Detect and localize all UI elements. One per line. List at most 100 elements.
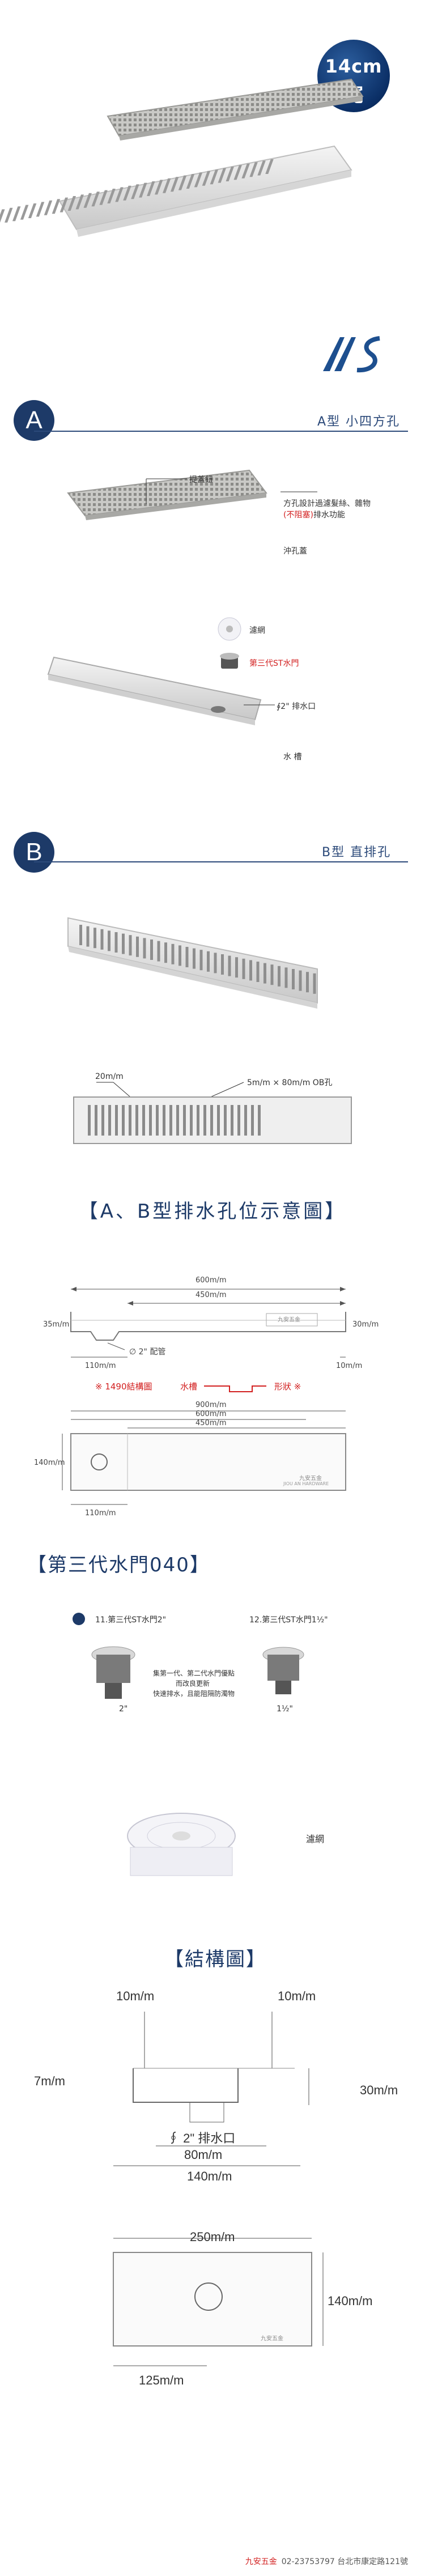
layout-plan-140: 140m/m xyxy=(34,1459,65,1467)
layout-left-35: 35m/m xyxy=(43,1320,70,1329)
type-b-rule xyxy=(34,861,408,862)
structure-plate: 九安五金 xyxy=(261,2336,283,2342)
gen3-desc2: 而改良更新 xyxy=(176,1680,210,1687)
drain-slot xyxy=(194,172,203,188)
gen3-filter-label: 濾網 xyxy=(306,1834,325,1844)
drain-slot xyxy=(292,969,295,989)
drain-slot xyxy=(136,936,139,957)
drain-slot xyxy=(244,1105,247,1136)
drain-slot xyxy=(94,928,96,949)
drain-slot xyxy=(256,962,260,982)
drain-slot xyxy=(155,180,163,195)
layout-top-600: 600m/m xyxy=(196,1276,227,1285)
hero-perforated-cover xyxy=(58,78,364,237)
drain-slot xyxy=(199,950,203,971)
drain-slot xyxy=(186,174,195,189)
drain-slot xyxy=(149,1105,152,1136)
drain-slot xyxy=(176,1105,179,1136)
drain-slot xyxy=(108,1105,111,1136)
structure-bottom-125: 125m/m xyxy=(139,2373,184,2387)
structure-w-80: 80m/m xyxy=(184,2148,223,2162)
layout-top-450: 450m/m xyxy=(196,1291,227,1299)
layout-plan-plate-sub: JIOU AN HARDWARE xyxy=(283,1481,329,1486)
drain-slot xyxy=(122,933,125,954)
type-b-dim-slot: 5m/m × 80m/m OB孔 xyxy=(247,1078,333,1087)
drain-slot xyxy=(258,1105,261,1136)
drain-slot xyxy=(156,1105,159,1136)
type-a-letter: A xyxy=(14,400,54,441)
drain-slot xyxy=(193,948,196,969)
drain-slot xyxy=(217,1105,220,1136)
type-b-drain-perspective xyxy=(67,917,318,1009)
layout-bottom-10: 10m/m xyxy=(336,1362,363,1370)
structure-title: 【結構圖】 xyxy=(164,1948,266,1971)
drain-slot xyxy=(183,1105,186,1136)
drain-slot xyxy=(12,206,21,222)
gen3-desc1: 集第一代、第二代水門優點 xyxy=(153,1669,235,1677)
drain-slot xyxy=(257,160,266,176)
type-b-title: B型 直排孔 xyxy=(322,845,392,860)
drain-slot xyxy=(107,189,116,203)
drain-slot xyxy=(210,169,219,185)
drain-slot xyxy=(129,935,132,956)
layout-structure-prefix: ※ 1490結構圖 xyxy=(95,1381,152,1392)
layout-plate-text: 九安五金 xyxy=(278,1317,300,1323)
structure-left-10: 10m/m xyxy=(116,1989,155,2003)
gen3-title: 【第三代水門040】 xyxy=(27,1554,210,1576)
drain-slot xyxy=(207,951,210,972)
callout-design-red: (不阻塞) xyxy=(283,511,313,520)
drain-slot xyxy=(162,178,171,193)
drain-slot xyxy=(115,187,124,202)
drain-slot xyxy=(36,202,45,217)
layout-title: 【A、B型排水孔位示意圖】 xyxy=(78,1200,347,1223)
drain-slot xyxy=(163,1105,165,1136)
brand-logo-icon xyxy=(323,336,380,373)
drain-slot xyxy=(241,163,250,178)
drain-slot xyxy=(249,960,252,981)
layout-structure-suffix: 形狀 ※ xyxy=(274,1381,301,1392)
gen3-item11: 11.第三代ST水門2" xyxy=(95,1616,167,1625)
callout-perforated-cover: 沖孔蓋 xyxy=(283,547,307,556)
drain-slot xyxy=(284,967,288,988)
drain-slot xyxy=(214,953,217,974)
drain-slot xyxy=(278,966,280,987)
drain-slot xyxy=(115,1105,118,1136)
drain-slot xyxy=(86,926,90,947)
layout-pipe: ∅ 2" 配管 xyxy=(129,1347,166,1357)
structure-left-7: 7m/m xyxy=(34,2074,65,2088)
drain-slot xyxy=(251,1105,254,1136)
drain-slot xyxy=(171,943,175,964)
drain-slot xyxy=(210,1105,213,1136)
layout-right-30: 30m/m xyxy=(352,1320,379,1329)
drain-slot xyxy=(67,196,76,211)
drain-slot xyxy=(299,970,302,991)
drain-slot xyxy=(139,182,147,198)
layout-plan-110: 110m/m xyxy=(85,1509,116,1517)
type-a-rule xyxy=(34,431,408,432)
callout-design-line2: (不阻塞)排水功能 xyxy=(283,509,345,520)
type-b-dim-slot-width: 20m/m xyxy=(95,1072,124,1081)
drain-slot xyxy=(242,958,245,979)
structure-right-140: 140m/m xyxy=(328,2294,373,2308)
structure-w-140: 140m/m xyxy=(187,2169,232,2183)
drain-slot xyxy=(123,185,131,201)
structure-top-250: 250m/m xyxy=(190,2230,235,2244)
drain-slot xyxy=(108,930,110,951)
callout-trough: 水 槽 xyxy=(283,753,302,762)
drain-slot xyxy=(101,1105,104,1136)
callout-valve: 第三代ST水門 xyxy=(249,659,299,668)
layout-plan-450: 450m/m xyxy=(196,1419,227,1427)
layout-side-view xyxy=(62,1287,346,1505)
drain-slot xyxy=(142,1105,145,1136)
drain-slot xyxy=(20,205,29,220)
gen3-filter-image xyxy=(127,1813,236,1876)
drain-slot xyxy=(313,973,316,994)
callout-filter: 濾網 xyxy=(249,626,265,635)
drain-slot xyxy=(221,954,224,975)
drain-slot xyxy=(100,929,104,950)
layout-plan-plate: 九安五金 xyxy=(299,1476,322,1482)
layout-structure-mid: 水槽 xyxy=(180,1381,198,1392)
gen3-desc3: 快速排水，且能阻隔防濁物 xyxy=(153,1690,235,1698)
drain-slot xyxy=(249,162,258,177)
